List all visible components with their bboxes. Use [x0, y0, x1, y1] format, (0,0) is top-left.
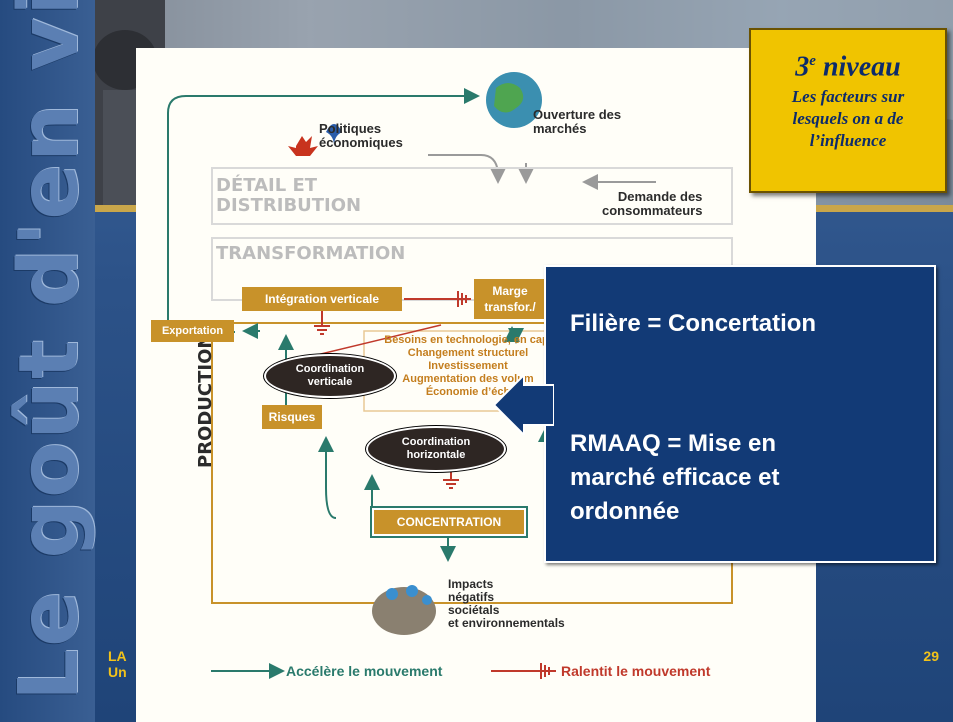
box-concentration: CONCENTRATION: [372, 508, 526, 536]
callout-pointer-arrow: [494, 375, 554, 435]
page-number: 29: [923, 648, 939, 664]
label-transformation: TRANSFORMATION: [216, 243, 406, 264]
left-title-strip: [0, 0, 95, 722]
niveau-subtitle: Les facteurs sur lesquels on a de l’infl…: [791, 87, 905, 151]
legend-accelere: Accélère le mouvement: [286, 663, 443, 679]
box-integration-verticale: Intégration verticale: [242, 287, 402, 311]
callout-line-ordonnee: ordonnée: [570, 498, 680, 525]
callout-line-filiere: Filière = Concertation: [570, 310, 817, 337]
vertical-slide-title: Le goût d'en vivre: [2, 0, 97, 701]
niveau-title: 3e niveau: [795, 51, 901, 83]
footer-text-line2: Un: [108, 664, 127, 680]
box-exportation: Exportation: [151, 320, 234, 342]
box-risques: Risques: [262, 405, 322, 429]
list-facteurs: Besoins en technologie, en capi Changeme…: [384, 334, 552, 398]
callout-line-marche: marché efficace et: [570, 464, 780, 491]
legend-ralentit: Ralentit le mouvement: [561, 663, 711, 679]
label-production: PRODUCTION: [195, 333, 216, 468]
callout-line-rmaaq: RMAAQ = Mise en: [570, 430, 777, 457]
niveau-callout-box: 3e niveau Les facteurs sur lesquels on a…: [749, 28, 947, 193]
concertation-callout-box: Filière = Concertation RMAAQ = Mise en m…: [494, 265, 936, 563]
footer-text-line1: LA: [108, 648, 127, 664]
